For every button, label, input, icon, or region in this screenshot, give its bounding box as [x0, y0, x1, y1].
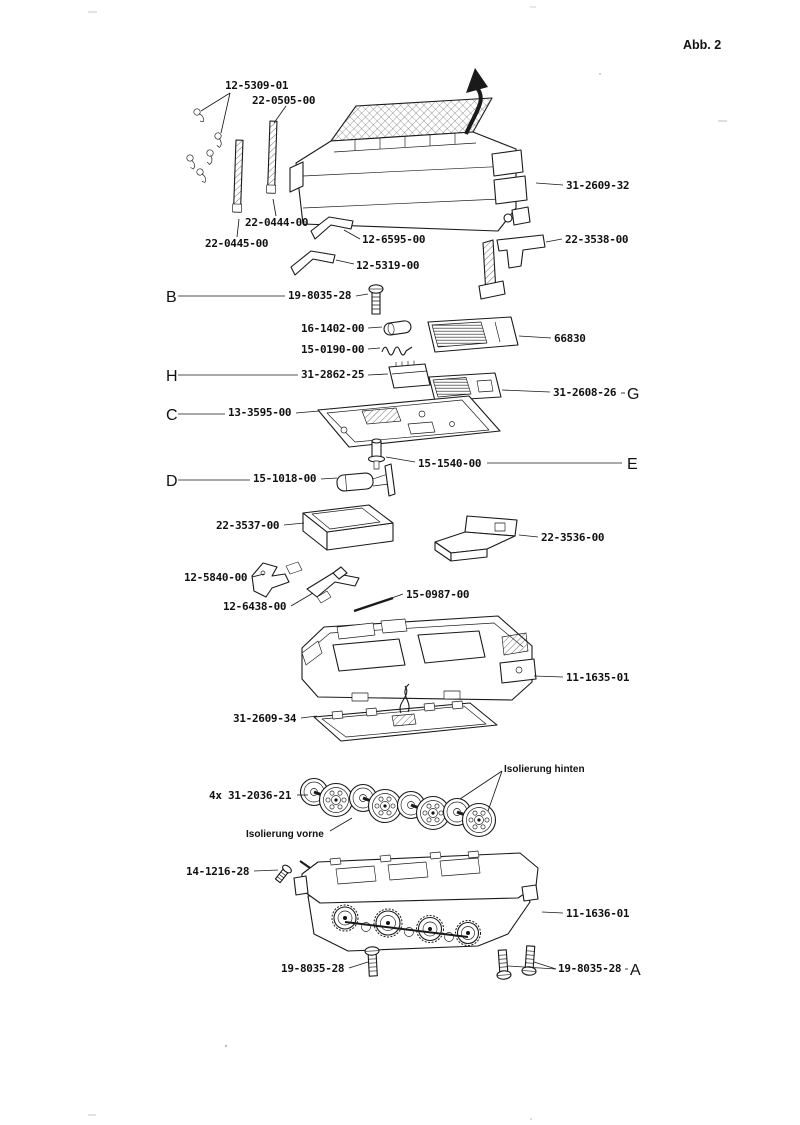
contact-spring-12-6595-drawing: [310, 216, 354, 240]
screw-bottom-right-2-drawing: [521, 945, 539, 977]
block-31-2862-drawing: [388, 360, 431, 389]
part-label-15-1540-00: 15-1540-00: [418, 457, 481, 470]
part-label-16-1402-00: 16-1402-00: [301, 322, 364, 335]
part-label-31-2609-34: 31-2609-34: [233, 712, 297, 725]
part-label-66830: 66830: [554, 332, 586, 345]
part-label-22-3538-00: 22-3538-00: [565, 233, 628, 246]
spring-15-0190-drawing: [381, 346, 413, 356]
part-label-22-3536-00: 22-3536-00: [541, 531, 604, 544]
clip-12-5840-drawing: [251, 561, 303, 598]
part-label-15-1018-00: 15-1018-00: [253, 472, 316, 485]
screw-bottom-right-1-drawing: [494, 949, 512, 981]
part-label-19-8035-28-b: 19-8035-28: [288, 289, 351, 302]
board-31-2608-drawing: [428, 372, 502, 402]
bottom-plate-drawing: [313, 683, 498, 742]
bracket-22-3536-drawing: [434, 515, 518, 562]
chassis-lower-drawing: [293, 850, 539, 952]
board-66830-drawing: [427, 316, 519, 353]
part-label-11-1635-01: 11-1635-01: [566, 671, 630, 684]
pin-15-1540-drawing: [367, 438, 386, 470]
ref-letter-d: D: [166, 473, 178, 490]
part-label-19-8035-28-right: 19-8035-28: [558, 962, 621, 975]
figure-caption: Abb. 2: [683, 38, 721, 52]
contact-strip-left-drawing: [232, 139, 244, 213]
ref-letter-a: A: [630, 962, 641, 979]
part-label-12-5840-00: 12-5840-00: [184, 571, 247, 584]
annotation-isolierung-vorne: Isolierung vorne: [246, 829, 324, 840]
part-label-12-6438-00: 12-6438-00: [223, 600, 286, 613]
part-label-11-1636-01: 11-1636-01: [566, 907, 630, 920]
part-label-15-0190-00: 15-0190-00: [301, 343, 364, 356]
contact-spring-12-5319-drawing: [290, 250, 336, 276]
part-label-31-2608-26: 31-2608-26: [553, 386, 617, 399]
part-label-4x-31-2036-21: 4x 31-2036-21: [209, 789, 292, 802]
screw-14-1216-drawing: [273, 860, 311, 885]
body-shell-drawing: [289, 97, 531, 232]
part-label-15-0987-00: 15-0987-00: [406, 588, 469, 601]
part-label-19-8035-28-left: 19-8035-28: [281, 962, 344, 975]
part-label-22-0445-00: 22-0445-00: [205, 237, 268, 250]
part-label-12-5309-01: 12-5309-01: [225, 79, 289, 92]
screw-bottom-left-drawing: [364, 945, 381, 977]
chassis-upper-drawing: [301, 615, 537, 702]
bracket-22-3538-drawing: [478, 234, 546, 300]
screw-b-drawing: [368, 284, 384, 315]
cylinder-16-1402-drawing: [383, 320, 412, 336]
part-label-22-0444-00: 22-0444-00: [245, 216, 308, 229]
annotation-isolierung-hinten: Isolierung hinten: [504, 764, 585, 775]
leader-lines: [178, 92, 628, 970]
ref-letter-b: B: [166, 289, 177, 306]
ref-letter-c: C: [166, 407, 178, 424]
contact-clips-drawing: [186, 107, 224, 184]
part-label-13-3595-00: 13-3595-00: [228, 406, 291, 419]
ref-letter-h: H: [166, 368, 178, 385]
part-label-12-5319-00: 12-5319-00: [356, 259, 419, 272]
plate-12-6438-drawing: [306, 566, 360, 604]
part-label-12-6595-00: 12-6595-00: [362, 233, 425, 246]
frame-22-3537-drawing: [302, 504, 394, 551]
wheelsets-drawing: [299, 777, 497, 838]
plate-13-3595-drawing: [317, 395, 501, 448]
part-label-31-2609-32: 31-2609-32: [566, 179, 629, 192]
direction-arrow: [464, 68, 488, 135]
capacitor-15-1018-drawing: [336, 463, 396, 497]
scan-marks: [88, 6, 727, 1120]
ref-letter-e: E: [627, 456, 638, 473]
contact-strip-right-drawing: [266, 120, 278, 194]
part-label-14-1216-28: 14-1216-28: [186, 865, 249, 878]
ref-letter-g: G: [627, 386, 639, 403]
part-label-31-2862-25: 31-2862-25: [301, 368, 364, 381]
part-label-22-0505-00: 22-0505-00: [252, 94, 315, 107]
part-label-22-3537-00: 22-3537-00: [216, 519, 279, 532]
